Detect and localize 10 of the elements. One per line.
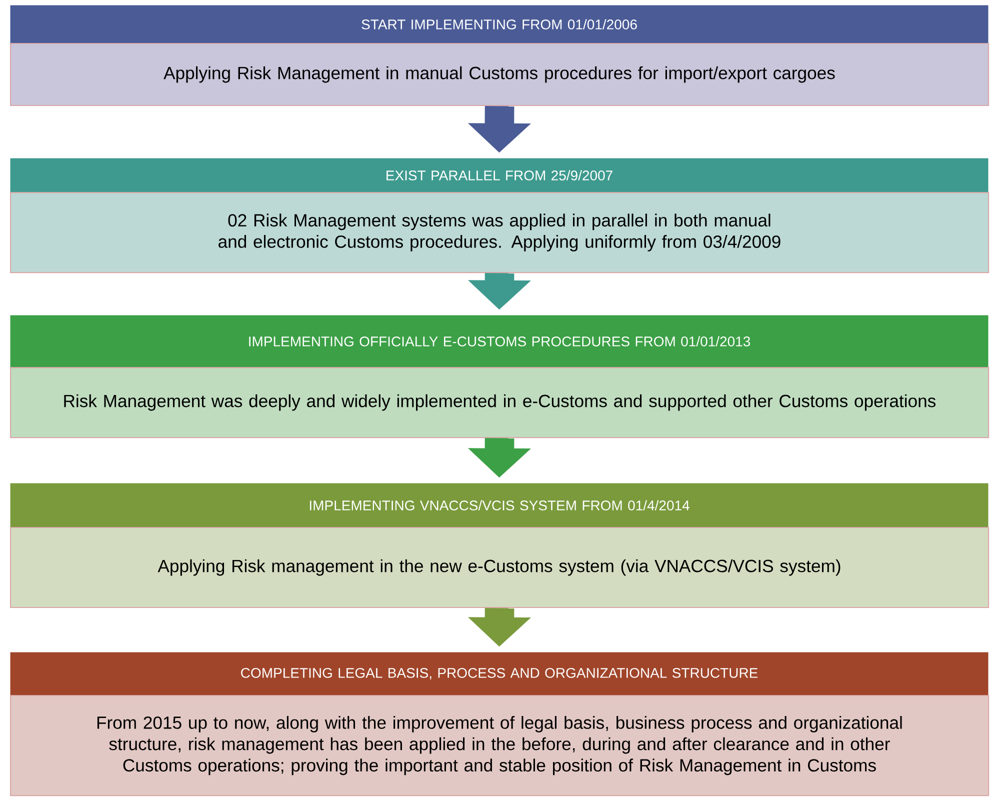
stage-description-box: Applying Risk Management in manual Customs procedures for import/export cargoes (10, 43, 990, 106)
stage-description-box: Risk Management was deeply and widely implemented in e-Customs and supported other Customs operations (10, 367, 990, 438)
stage-header-band: START IMPLEMENTING FROM 01/01/2006 (10, 5, 988, 44)
stage-header-band: IMPLEMENTING VNACCS/VCIS SYSTEM FROM 01/4/2014 (10, 483, 988, 528)
stage-description-box: From 2015 up to now, along with the improvement of legal basis, business process and organizational structure, risk management has been applied in the before, during and after clearance and in other Customs operations; proving the important and stable position of Risk Management in Customs (10, 695, 990, 796)
stage-header-band: EXIST PARALLEL FROM 25/9/2007 (10, 158, 988, 192)
stage-description-box: Applying Risk management in the new e-Customs system (via VNACCS/VCIS system) (10, 527, 990, 608)
stage-description-box: 02 Risk Management systems was applied in parallel in both manual and electronic Customs procedures. Applying uniformly from 03/4/2009 (10, 192, 990, 274)
stage-header-band: IMPLEMENTING OFFICIALLY E-CUSTOMS PROCEDURES FROM 01/01/2013 (10, 315, 988, 368)
stage-header-band: COMPLETING LEGAL BASIS, PROCESS AND ORGANIZATIONAL STRUCTURE (10, 652, 988, 696)
